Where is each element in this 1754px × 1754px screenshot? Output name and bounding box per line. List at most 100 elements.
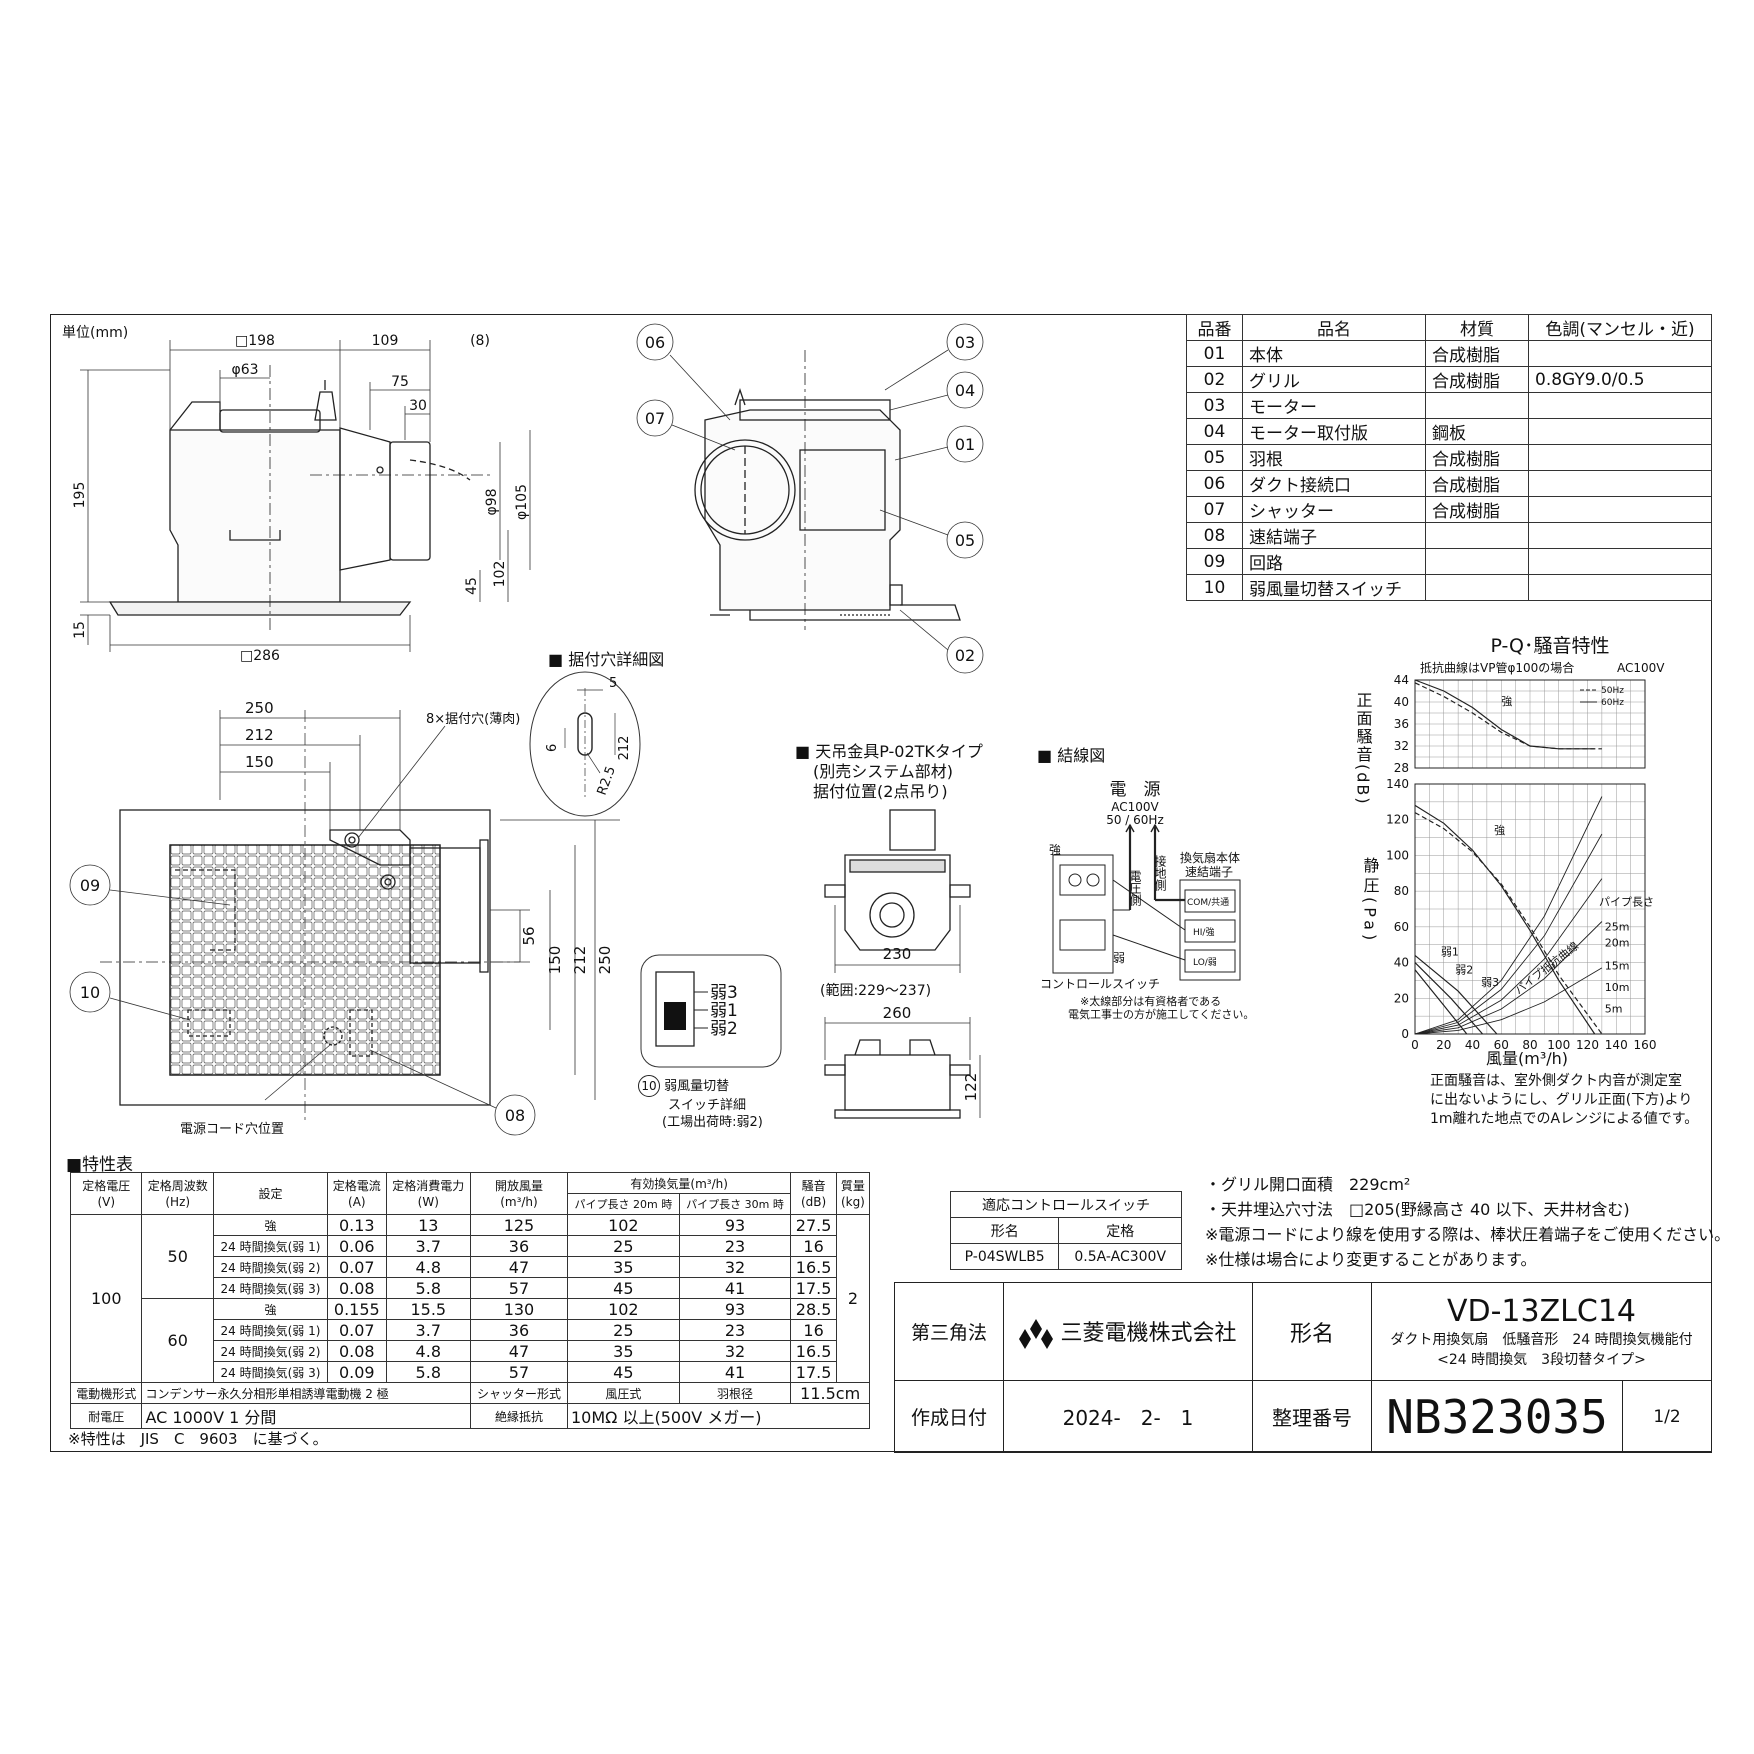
motor-value: コンデンサー永久分相形単相誘導電動機 2 極 bbox=[141, 1382, 471, 1404]
wiring-lo: LO/弱 bbox=[1193, 957, 1217, 968]
callout-09: 09 bbox=[80, 876, 100, 895]
dim-198: □198 bbox=[235, 333, 275, 349]
pq-series-弱3 bbox=[1414, 954, 1498, 1035]
wiring-terminal: 速結端子 bbox=[1185, 865, 1233, 879]
x-tick-label: 20 bbox=[1436, 1038, 1451, 1052]
y-tick-label: 100 bbox=[1386, 848, 1409, 862]
chart-note1: 正面騒音は、室外側ダクト内音が測定室 bbox=[1430, 1073, 1682, 1089]
model-label: 形名 bbox=[1252, 1282, 1372, 1381]
dim-286: □286 bbox=[240, 648, 280, 664]
model-cell: VD-13ZLC14 ダクト用換気扇 低騒音形 24 時間換気機能付 <24 時… bbox=[1371, 1282, 1712, 1381]
callout-01: 01 bbox=[955, 435, 975, 454]
dim-195: 195 bbox=[72, 482, 88, 509]
wiring-power: 電 源 bbox=[1110, 780, 1161, 800]
noise-series-50Hz bbox=[1414, 679, 1595, 750]
side-view-drawing: □198 φ63 109 (8) 75 30 195 φ98 φ105 45 1… bbox=[72, 333, 531, 664]
date-value: 2024- 2- 1 bbox=[1003, 1380, 1253, 1453]
wiring-voltage-side: 電圧側 bbox=[1128, 870, 1142, 906]
x-tick-label: 140 bbox=[1605, 1038, 1628, 1052]
bottom-dim-250-v: 250 bbox=[596, 946, 614, 975]
wiring-freq: 50 / 60Hz bbox=[1106, 813, 1164, 827]
title-block: 第三角法 三菱電機株式会社 形名 VD-13ZLC14 ダクト用換気扇 低騒音形… bbox=[894, 1282, 1712, 1453]
hdr-freq: 定格周波数 bbox=[147, 1178, 208, 1193]
control-switch-h1: 形名 bbox=[949, 1217, 1060, 1244]
callout-05: 05 bbox=[955, 531, 975, 550]
spec-notes: ・グリル開口面積 229cm² ・天井埋込穴寸法 □205(野縁高さ 40 以下… bbox=[1205, 1172, 1730, 1272]
hdr-eff-flow: 有効換気量(m³/h) bbox=[566, 1172, 792, 1194]
hole-dim-5: 5 bbox=[609, 676, 617, 691]
switch-detail-drawing: 弱3 弱1 弱2 bbox=[640, 954, 782, 1068]
dim-105: φ105 bbox=[514, 484, 530, 520]
noise-strong-label: 強 bbox=[1501, 695, 1512, 708]
note-cord: ※電源コードにより線を使用する際は、棒状圧着端子をご使用ください。 bbox=[1205, 1225, 1731, 1244]
pq-series-60Hz bbox=[1414, 812, 1603, 1035]
wiring-com: COM/共通 bbox=[1187, 897, 1229, 908]
y-tick-label: 120 bbox=[1386, 813, 1409, 827]
bottom-dim-212: 212 bbox=[245, 726, 274, 744]
pq-annotation: 弱2 bbox=[1455, 963, 1473, 976]
y-tick-label: 40 bbox=[1394, 956, 1409, 970]
pq-annotation: 弱1 bbox=[1441, 945, 1459, 958]
pq-annotation: 15m bbox=[1605, 960, 1630, 973]
hdr-voltage: 定格電圧 bbox=[82, 1178, 131, 1193]
hole-dim-6: 6 bbox=[545, 744, 560, 752]
table-row: 耐電圧 AC 1000V 1 分間 絶縁抵抗 10MΩ 以上(500V メガー) bbox=[69, 1403, 870, 1429]
table-row: 電動機形式 コンデンサー永久分相形単相誘導電動機 2 極 シャッター形式 風圧式… bbox=[69, 1382, 870, 1404]
parts-header-material: 材質 bbox=[1425, 314, 1529, 341]
plot-frame bbox=[1414, 679, 1646, 769]
motor-label: 電動機形式 bbox=[69, 1382, 143, 1404]
chart-power: AC100V bbox=[1617, 661, 1665, 675]
parts-header-color: 色調(マンセル・近) bbox=[1528, 314, 1712, 341]
wiring-weak: 弱 bbox=[1113, 951, 1125, 965]
blade-value: 11.5cm bbox=[790, 1382, 870, 1404]
y-tick-label: 20 bbox=[1394, 991, 1409, 1005]
bottom-dim-250: 250 bbox=[245, 699, 274, 717]
number-label: 整理番号 bbox=[1252, 1380, 1372, 1453]
page-number: 1/2 bbox=[1622, 1380, 1712, 1453]
dim-15: 15 bbox=[72, 621, 88, 639]
hanger-dim-230: 230 bbox=[883, 945, 912, 963]
dim-8: (8) bbox=[470, 333, 490, 349]
hdr-current: 定格電流 bbox=[332, 1178, 381, 1193]
freq-60-cell: 60 bbox=[141, 1298, 214, 1383]
pipe-curve-10m bbox=[1414, 921, 1603, 1035]
model-number: VD-13ZLC14 bbox=[1446, 1293, 1636, 1329]
chart-subtitle: 抵抗曲線はVP管φ100の場合 bbox=[1420, 660, 1574, 675]
pq-xlabel: 風量(m³/h) bbox=[1486, 1049, 1568, 1068]
bottom-dim-212-v: 212 bbox=[571, 946, 589, 975]
pq-annotation: 強 bbox=[1494, 824, 1505, 837]
y-tick-label: 28 bbox=[1394, 761, 1409, 775]
date-label: 作成日付 bbox=[894, 1380, 1004, 1453]
note-grille-area: ・グリル開口面積 229cm² bbox=[1205, 1175, 1411, 1194]
shutter-value: 風圧式 bbox=[567, 1382, 680, 1404]
model-desc2: <24 時間換気 3段切替タイプ> bbox=[1437, 1351, 1646, 1368]
callout-10-small: 10 bbox=[638, 1075, 660, 1097]
withstand-label: 耐電圧 bbox=[69, 1403, 143, 1429]
dim-45: 45 bbox=[464, 577, 480, 595]
pq-chart: P-Q･騒音特性 抵抗曲線はVP管φ100の場合 AC100V 28323640… bbox=[1355, 635, 1665, 1068]
hanger-note2: 据付位置(2点吊り) bbox=[813, 782, 948, 801]
dim-30: 30 bbox=[409, 398, 427, 414]
switch-detail-text3: (工場出荷時:弱2) bbox=[662, 1115, 763, 1130]
dim-63: φ63 bbox=[231, 362, 258, 378]
hanger-dim-122: 122 bbox=[962, 1073, 980, 1102]
wiring-hi: HI/強 bbox=[1193, 926, 1214, 938]
wiring-ground-side: 接地側 bbox=[1153, 854, 1167, 891]
wiring-switch: コントロールスイッチ bbox=[1040, 977, 1160, 991]
y-tick-label: 80 bbox=[1394, 884, 1409, 898]
pq-annotation: パイプ長さ bbox=[1599, 895, 1654, 908]
callout-10: 10 bbox=[80, 983, 100, 1002]
x-tick-label: 60 bbox=[1494, 1038, 1509, 1052]
pipe-curve-5m bbox=[1414, 967, 1603, 1035]
hanger-title-block: ■ 天吊金具P-02TKタイプ (別売システム部材) 据付位置(2点吊り) bbox=[795, 742, 983, 802]
switch-label-weak3: 弱3 bbox=[710, 983, 738, 1003]
